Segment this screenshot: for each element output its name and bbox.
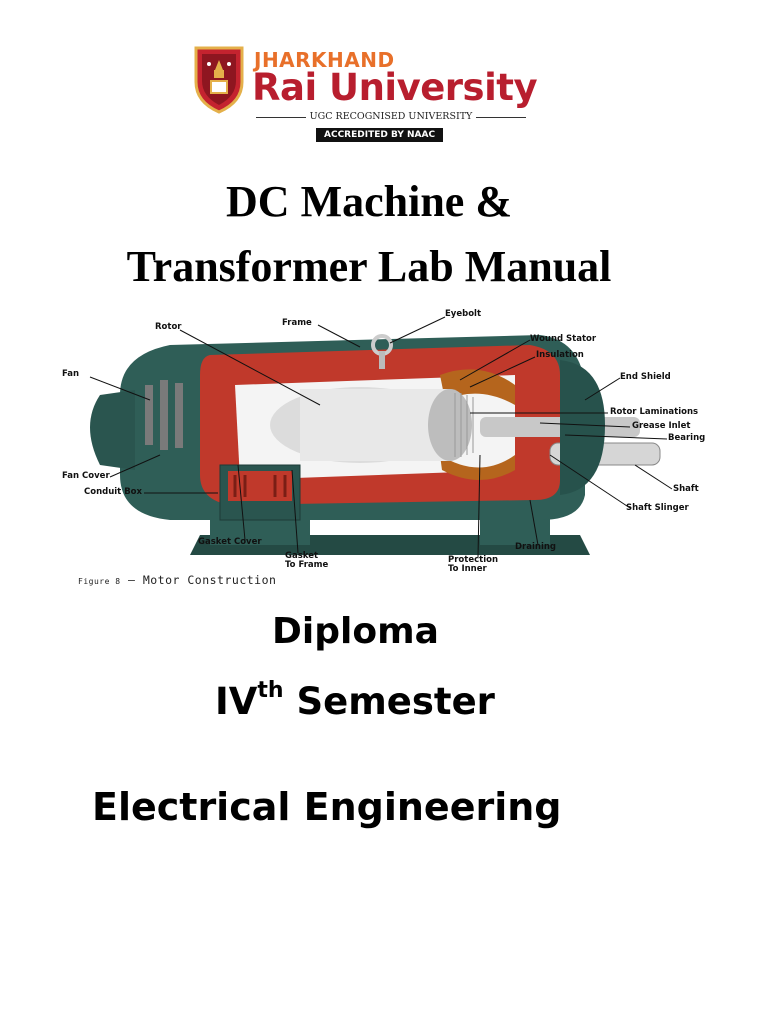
label-bearing: Bearing bbox=[668, 433, 706, 443]
label-gasket-cover: Gasket Cover bbox=[198, 537, 262, 547]
label-insulation: Insulation bbox=[536, 350, 584, 360]
title-line-1: DC Machine & bbox=[226, 177, 512, 226]
label-end-shield: End Shield bbox=[620, 372, 671, 382]
logo-naac-badge: ACCREDITED BY NAAC bbox=[316, 128, 444, 142]
label-rotor-laminations: Rotor Laminations bbox=[610, 407, 699, 417]
university-crest-icon bbox=[194, 46, 244, 114]
label-eyebolt: Eyebolt bbox=[445, 309, 482, 319]
logo-ugc-text: UGC RECOGNISED UNIVERSITY bbox=[256, 111, 526, 122]
semester-title: IVth Semester bbox=[215, 677, 495, 723]
label-frame: Frame bbox=[282, 318, 312, 328]
logo-state-text: JHARKHAND bbox=[254, 48, 395, 72]
label-draining: Draining bbox=[515, 542, 556, 552]
label-shaft-slinger: Shaft Slinger bbox=[626, 503, 689, 513]
department-title: Electrical Engineering bbox=[92, 785, 562, 829]
program-title: Diploma bbox=[272, 611, 439, 652]
motor-cutaway-illustration bbox=[89, 316, 673, 558]
label-conduit-box: Conduit Box bbox=[84, 487, 143, 497]
label-fan-cover: Fan Cover bbox=[62, 471, 110, 481]
label-grease-inlet: Grease Inlet bbox=[632, 421, 691, 431]
label-wound-stator: Wound Stator bbox=[530, 334, 597, 344]
label-fan: Fan bbox=[62, 369, 80, 379]
logo-university-name: Rai University bbox=[252, 66, 538, 109]
label-shaft: Shaft bbox=[673, 484, 699, 494]
university-logo: JHARKHAND Rai University UGC RECOGNISED … bbox=[192, 44, 554, 144]
figure-caption: Figure 8 – Motor Construction bbox=[78, 573, 277, 587]
title-line-2: Transformer Lab Manual bbox=[126, 242, 612, 291]
label-rotor: Rotor bbox=[155, 322, 182, 332]
motor-construction-figure: Rotor Frame Eyebolt Wound Stator Insulat… bbox=[60, 305, 730, 595]
